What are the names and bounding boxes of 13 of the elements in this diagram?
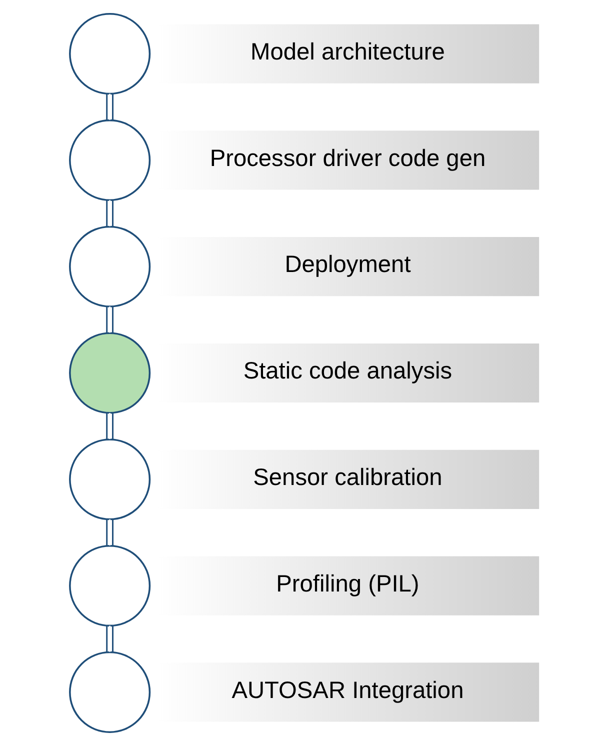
connector	[106, 519, 114, 546]
node-circle	[69, 545, 151, 627]
node-circle	[69, 13, 151, 95]
connector	[106, 413, 114, 440]
connector	[106, 94, 114, 120]
node-circle	[69, 438, 151, 520]
connector	[106, 626, 114, 652]
node-circle	[69, 119, 151, 201]
node-circle	[69, 226, 151, 308]
node-circle	[69, 332, 151, 414]
connector	[106, 306, 114, 333]
node-circle	[69, 651, 151, 733]
connector	[106, 200, 114, 226]
